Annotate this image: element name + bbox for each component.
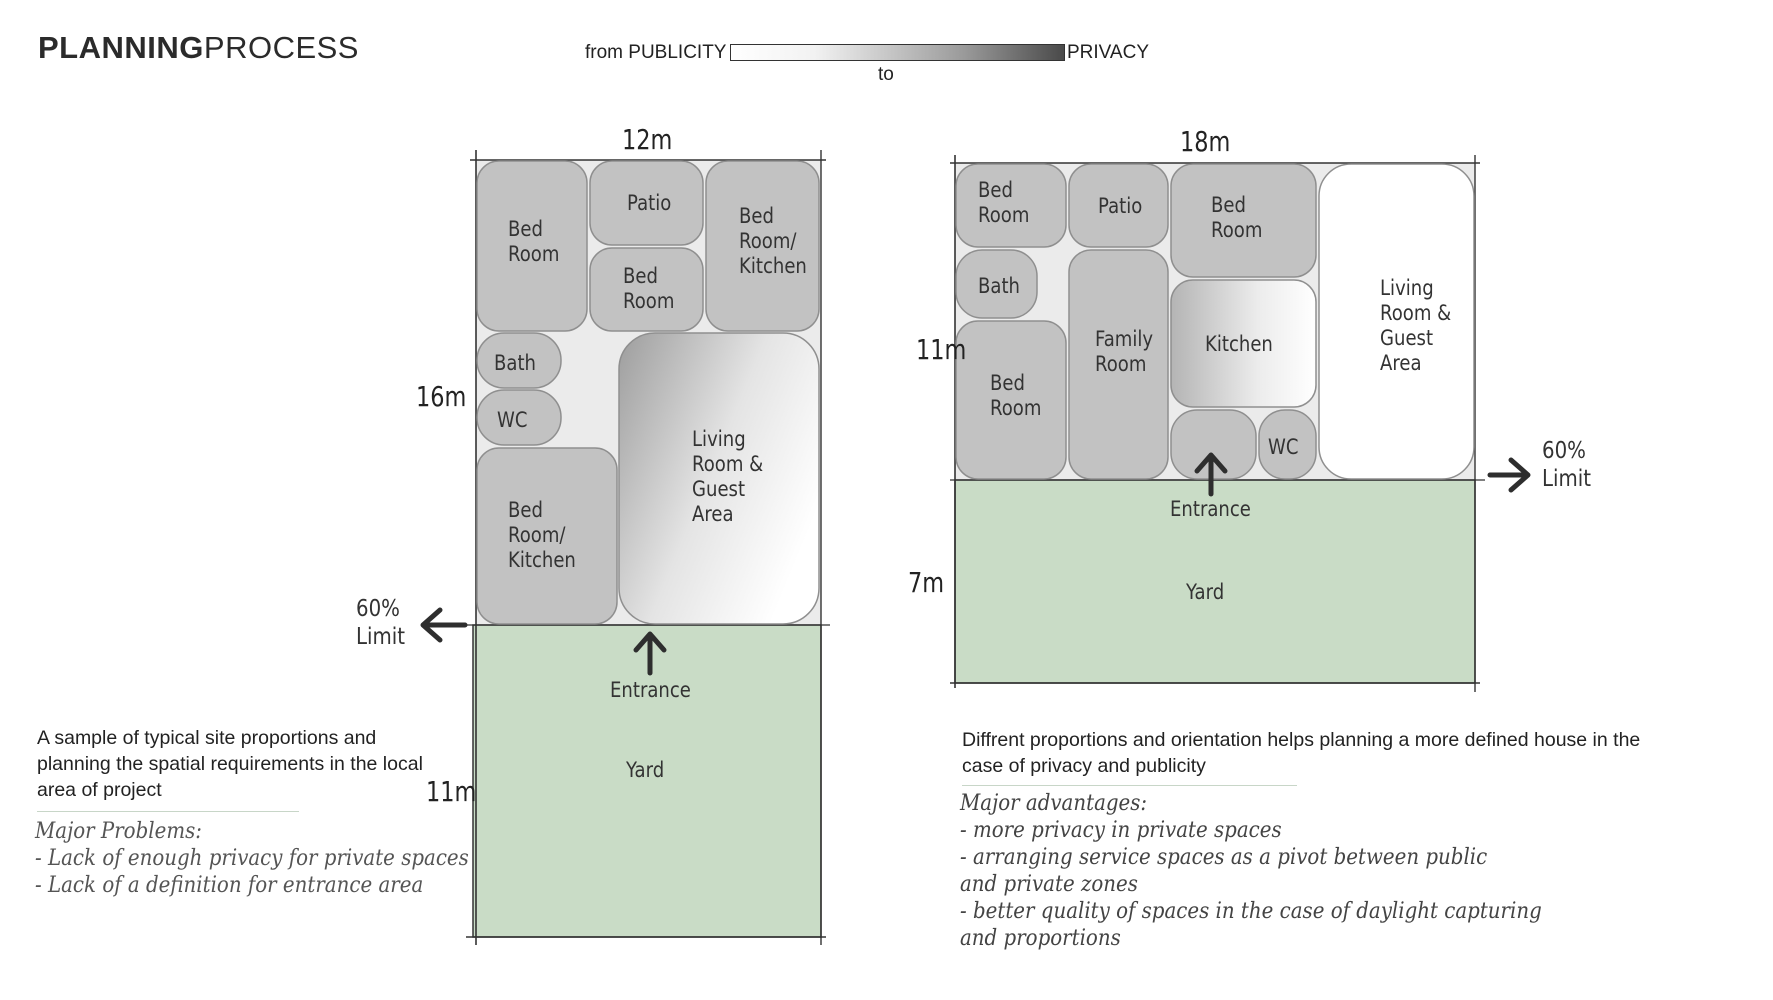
right-note-3: and private zones [960, 872, 1138, 897]
gradient-to-label: PRIVACY [1067, 42, 1150, 63]
room-bed-room-r1 [955, 163, 1067, 248]
left-note-1: - Lack of enough privacy for private spa… [35, 846, 469, 871]
room-bath-r [955, 249, 1038, 319]
right-plan [950, 155, 1531, 692]
left-notes-heading: Major Problems: [35, 819, 202, 844]
room-family [1068, 249, 1169, 480]
room-wc-r [1258, 409, 1317, 480]
left-yard-label: Yard [626, 758, 665, 782]
right-note-2: - arranging service spaces as a pivot be… [960, 845, 1488, 870]
right-separator [962, 785, 1297, 786]
left-separator [37, 811, 299, 812]
right-limit-label: 60% Limit [1542, 438, 1592, 492]
privacy-gradient-bar [730, 44, 1065, 61]
label-wc-r: WC [1268, 435, 1299, 459]
room-wc [476, 389, 562, 446]
label-kitchen: Kitchen [1205, 332, 1273, 356]
title-light: PROCESS [203, 30, 359, 65]
room-bed-room-r2 [1170, 163, 1317, 278]
left-entrance-arrow [633, 631, 667, 676]
left-limit-label: 60% Limit [356, 596, 406, 650]
left-entrance-label: Entrance [610, 678, 691, 702]
right-notes: Major advantages: - more privacy in priv… [960, 790, 1542, 952]
room-patio-r [1068, 163, 1169, 248]
room-bed-room-kitchen-1 [705, 160, 820, 332]
label-bed-room-r2: Bed Room [1211, 193, 1263, 242]
right-yard-area [954, 479, 1476, 684]
room-living-left [618, 332, 820, 625]
label-bed-room-r3: Bed Room [990, 371, 1042, 420]
right-height-label: 11m [916, 333, 967, 366]
right-notes-heading: Major advantages: [960, 791, 1148, 816]
right-note-4: - better quality of spaces in the case o… [960, 899, 1542, 924]
label-family-room: Family Room [1095, 327, 1154, 376]
left-description: A sample of typical site proportions and… [37, 727, 423, 801]
label-bed-room-kitchen-2: Bed Room/ Kitchen [508, 498, 576, 572]
right-entrance-label: Entrance [1170, 497, 1251, 521]
gradient-connector-label: to [878, 64, 894, 85]
label-bath-r: Bath [978, 274, 1020, 298]
label-bath: Bath [494, 351, 536, 375]
right-yard-height-label: 7m [908, 566, 945, 599]
room-bed-room-1 [476, 160, 588, 332]
room-bed-room-2 [589, 247, 704, 332]
label-bed-room-kitchen-1: Bed Room/ Kitchen [739, 204, 807, 278]
left-limit-arrow [420, 607, 468, 643]
left-yard-height-label: 11m [426, 775, 477, 808]
right-note-1: - more privacy in private spaces [960, 818, 1282, 843]
label-living-room-right: Living Room & Guest Area [1380, 276, 1452, 375]
right-yard-label: Yard [1186, 580, 1225, 604]
right-note-5: and proportions [960, 926, 1121, 951]
right-entrance-arrow [1194, 452, 1228, 497]
room-bed-room-r3 [955, 320, 1067, 480]
right-width-label: 18m [1180, 125, 1231, 158]
label-wc: WC [497, 408, 528, 432]
label-living-room-left: Living Room & Guest Area [692, 427, 764, 526]
label-patio-r: Patio [1098, 194, 1143, 218]
left-notes: Major Problems: - Lack of enough privacy… [35, 818, 469, 899]
room-bed-room-kitchen-2 [476, 447, 618, 625]
label-patio: Patio [627, 191, 672, 215]
right-limit-arrow [1487, 457, 1531, 493]
label-bed-room-r1: Bed Room [978, 178, 1030, 227]
left-plan [420, 150, 830, 945]
page-title: PLANNINGPROCESS [38, 30, 359, 66]
left-note-2: - Lack of a definition for entrance area [35, 873, 424, 898]
left-yard-area [472, 624, 822, 938]
left-height-label: 16m [416, 380, 467, 413]
room-patio [589, 160, 704, 246]
title-bold: PLANNING [38, 30, 204, 65]
gradient-from-label: from PUBLICITY [585, 42, 727, 63]
room-bath [476, 332, 562, 389]
room-kitchen-r [1170, 279, 1317, 408]
label-bed-room-2: Bed Room [623, 264, 675, 313]
room-living-right [1318, 163, 1475, 480]
label-bed-room-1: Bed Room [508, 217, 560, 266]
right-description: Diffrent proportions and orientation hel… [962, 729, 1641, 777]
left-width-label: 12m [622, 123, 673, 156]
